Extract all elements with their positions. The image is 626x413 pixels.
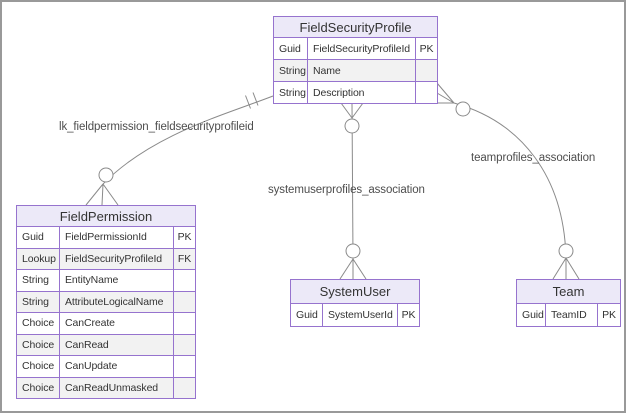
attribute-row: String EntityName (16, 269, 196, 292)
attribute-row: Choice CanRead (16, 333, 196, 356)
attribute-row: Choice CanUpdate (16, 355, 196, 378)
attribute-key: PK (396, 303, 421, 327)
attribute-key (173, 269, 196, 292)
attribute-key: PK (173, 226, 196, 249)
crows-foot (436, 82, 455, 104)
attribute-key (414, 81, 439, 104)
entity-fieldpermission: FieldPermission Guid FieldPermissionId P… (16, 205, 196, 399)
attribute-key (173, 376, 196, 399)
relationship-lk-fieldpermission (85, 92, 274, 206)
crows-foot (339, 258, 367, 280)
attribute-type: String (16, 269, 60, 292)
relationship-line (102, 95, 274, 185)
zero-or-many-circle (344, 118, 360, 134)
attribute-row: String Name (273, 59, 439, 82)
attribute-type: Lookup (16, 247, 60, 270)
attribute-name: CanRead (59, 333, 174, 356)
entity-team: Team Guid TeamID PK (515, 279, 622, 327)
attribute-key (173, 290, 196, 313)
attribute-name: TeamID (545, 303, 598, 327)
zero-or-many-circle (98, 167, 114, 183)
attribute-type: Guid (516, 303, 546, 327)
entity-title: Team (515, 279, 622, 304)
attribute-key (173, 355, 196, 378)
zero-or-many-circle (455, 101, 471, 117)
attribute-row: Guid FieldPermissionId PK (16, 226, 196, 249)
attribute-name: CanCreate (59, 312, 174, 335)
entity-fieldsecurityprofile: FieldSecurityProfile Guid FieldSecurityP… (272, 16, 439, 104)
attribute-key (414, 59, 439, 82)
relationship-label-systemuser: systemuserprofiles_association (268, 184, 425, 196)
attribute-type: String (16, 290, 60, 313)
attribute-row: String AttributeLogicalName (16, 290, 196, 313)
one-and-only-one-ticks (245, 92, 259, 109)
entity-systemuser: SystemUser Guid SystemUserId PK (289, 279, 421, 327)
crows-foot (340, 102, 364, 119)
crows-foot (85, 183, 119, 206)
attribute-name: Name (307, 59, 416, 82)
attribute-type: Guid (290, 303, 323, 327)
entity-title: FieldPermission (16, 205, 196, 227)
relationship-label-lk-fieldpermission: lk_fieldpermission_fieldsecurityprofilei… (59, 121, 254, 133)
attribute-type: String (273, 81, 308, 104)
entity-title: SystemUser (289, 279, 421, 304)
attribute-row: Guid SystemUserId PK (290, 303, 421, 327)
attribute-name: Description (307, 81, 416, 104)
attribute-row: Guid FieldSecurityProfileId PK (273, 37, 439, 60)
attribute-row: Lookup FieldSecurityProfileId FK (16, 247, 196, 270)
attribute-name: SystemUserId (322, 303, 398, 327)
attribute-key (173, 333, 196, 356)
relationship-team (436, 82, 580, 280)
attribute-row: Guid TeamID PK (516, 303, 622, 327)
attribute-type: String (273, 59, 308, 82)
attribute-name: EntityName (59, 269, 174, 292)
relationship-label-team: teamprofiles_association (471, 152, 596, 164)
relationship-line (453, 102, 567, 259)
attribute-type: Guid (16, 226, 60, 249)
attribute-row: Choice CanReadUnmasked (16, 376, 196, 399)
attribute-type: Choice (16, 376, 60, 399)
attribute-name: AttributeLogicalName (59, 290, 174, 313)
attribute-name: FieldSecurityProfileId (307, 37, 416, 60)
attribute-row: Choice CanCreate (16, 312, 196, 335)
attribute-name: FieldSecurityProfileId (59, 247, 174, 270)
attribute-name: CanReadUnmasked (59, 376, 174, 399)
attribute-key: FK (173, 247, 196, 270)
attribute-type: Choice (16, 333, 60, 356)
attribute-name: FieldPermissionId (59, 226, 174, 249)
attribute-type: Choice (16, 312, 60, 335)
attribute-key: PK (414, 37, 439, 60)
attribute-name: CanUpdate (59, 355, 174, 378)
attribute-key: PK (596, 303, 622, 327)
zero-or-many-circle (558, 243, 574, 259)
relationship-systemuser (339, 102, 367, 280)
crows-foot (552, 257, 580, 280)
zero-or-many-circle (345, 243, 361, 259)
attribute-type: Choice (16, 355, 60, 378)
attribute-type: Guid (273, 37, 308, 60)
attribute-row: String Description (273, 81, 439, 104)
attribute-key (173, 312, 196, 335)
entity-title: FieldSecurityProfile (272, 16, 439, 38)
